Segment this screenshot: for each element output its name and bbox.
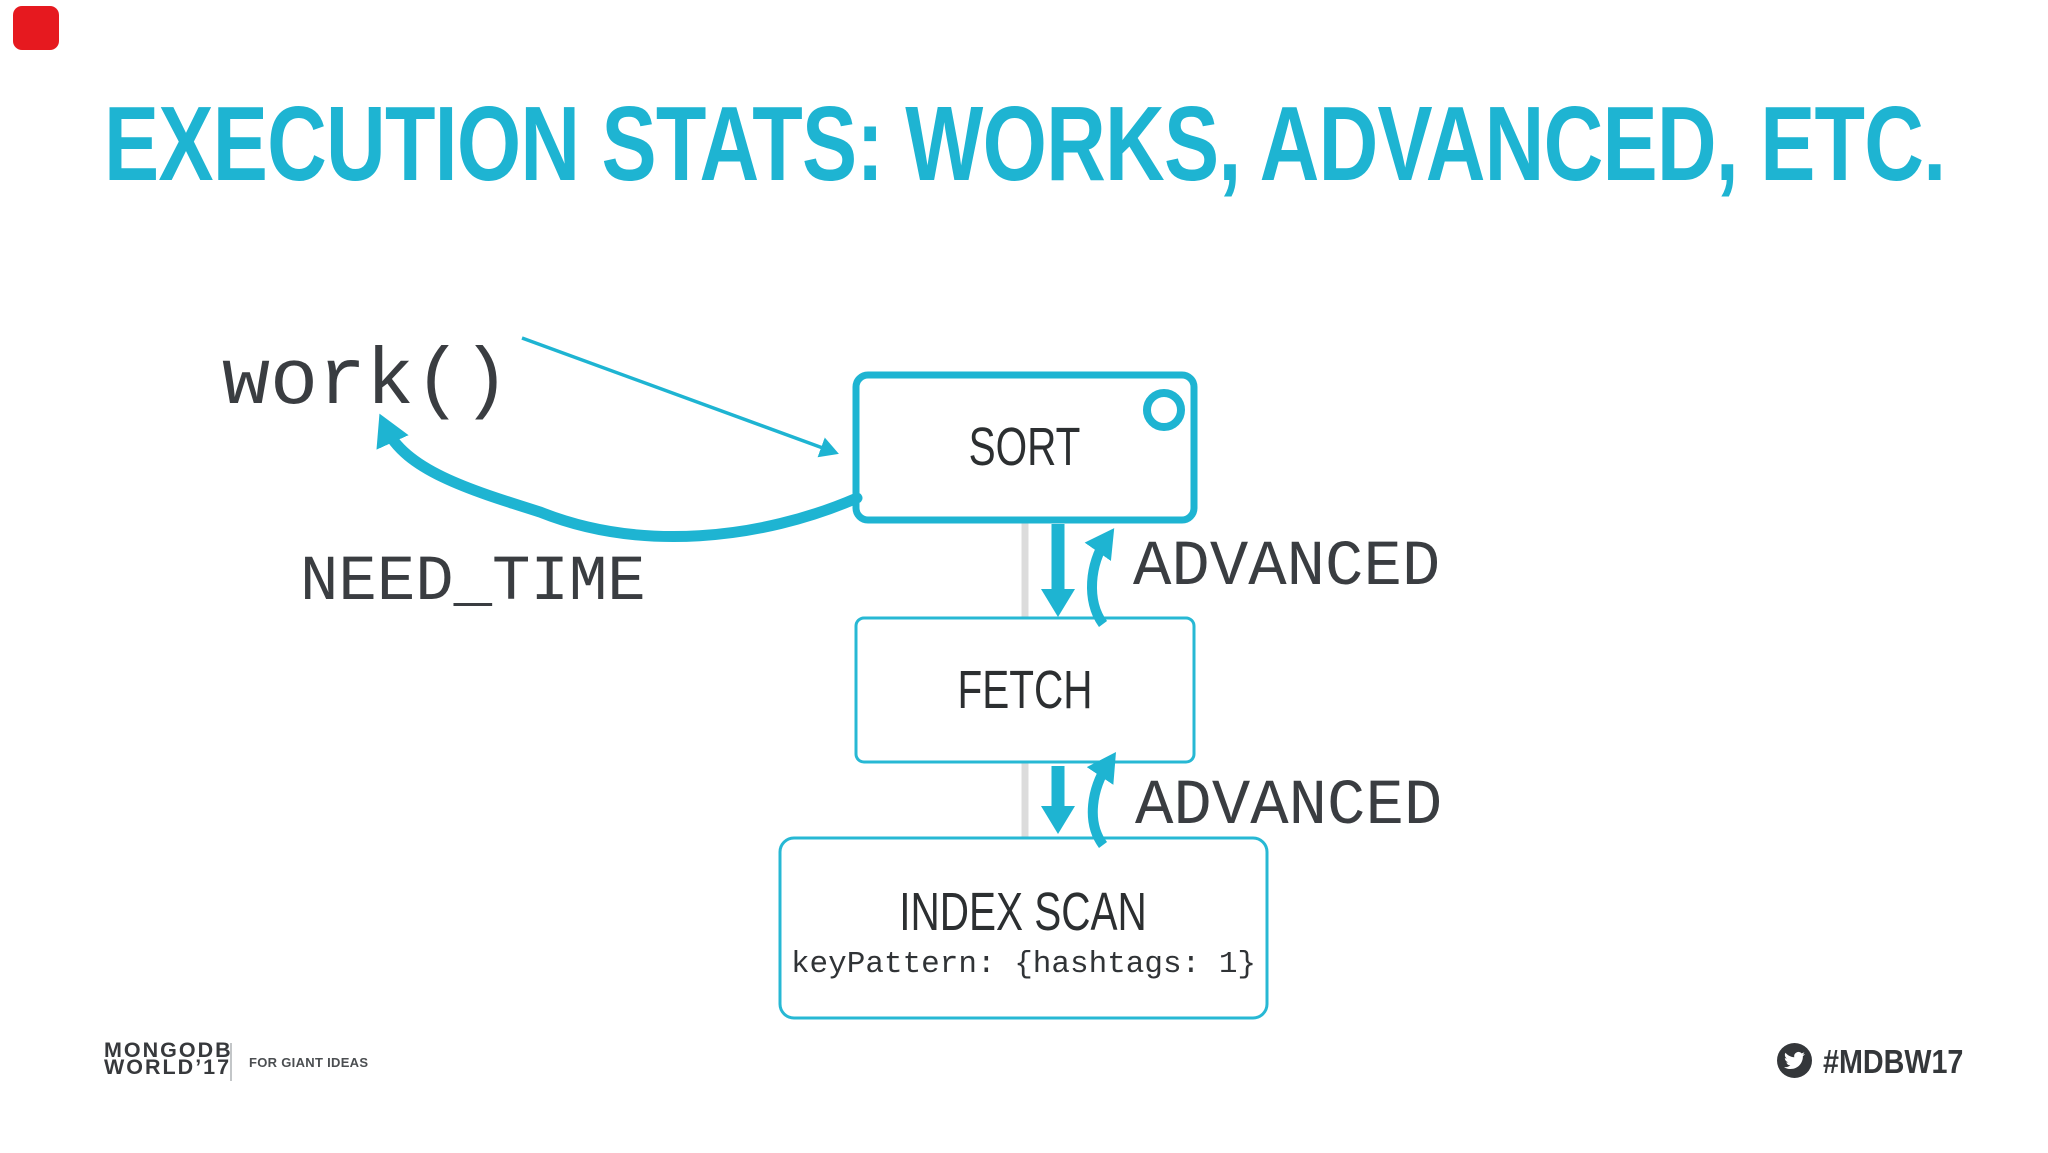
need-time-label: NEED_TIME bbox=[300, 547, 646, 619]
mongodb-world-logo: MONGODB WORLD’17 bbox=[104, 1038, 233, 1080]
brand-line2: WORLD’17 bbox=[104, 1055, 232, 1080]
twitter-bird-glyph bbox=[1784, 1051, 1805, 1070]
fetch-advanced-return-arrow bbox=[1084, 528, 1115, 627]
index-scan-key-pattern: keyPattern: {hashtags: 1} bbox=[790, 947, 1257, 982]
sort-to-fetch-arrowhead bbox=[1041, 589, 1075, 617]
sort-node-box bbox=[852, 371, 1198, 524]
event-hashtag: #MDBW17 bbox=[1823, 1043, 1964, 1080]
work-call-arrow bbox=[521, 336, 839, 458]
twitter-icon bbox=[1777, 1043, 1812, 1078]
index-scan-node-box bbox=[778, 836, 1269, 1020]
index-scan-node-label: INDEX SCAN bbox=[899, 882, 1148, 942]
fetch-node-box bbox=[854, 616, 1196, 764]
brand-line1: MONGODB bbox=[104, 1038, 233, 1062]
fetch-node-label: FETCH bbox=[957, 659, 1093, 720]
footer-divider bbox=[230, 1043, 232, 1081]
fetch-to-index-arrowhead bbox=[1041, 806, 1075, 834]
record-badge bbox=[13, 6, 59, 50]
advanced-label-fetch-index: ADVANCED bbox=[1135, 771, 1443, 843]
sort-highlight-circle-icon bbox=[1143, 389, 1185, 431]
index-advanced-return-arrow bbox=[1086, 752, 1116, 848]
footer-tagline: FOR GIANT IDEAS bbox=[249, 1055, 369, 1070]
need-time-return-arrow bbox=[376, 413, 863, 543]
advanced-label-sort-fetch: ADVANCED bbox=[1133, 532, 1441, 604]
slide-title: EXECUTION STATS: WORKS, ADVANCED, ETC. bbox=[104, 85, 1946, 203]
work-call-label: work() bbox=[222, 337, 511, 428]
sort-node-label: SORT bbox=[969, 417, 1081, 478]
